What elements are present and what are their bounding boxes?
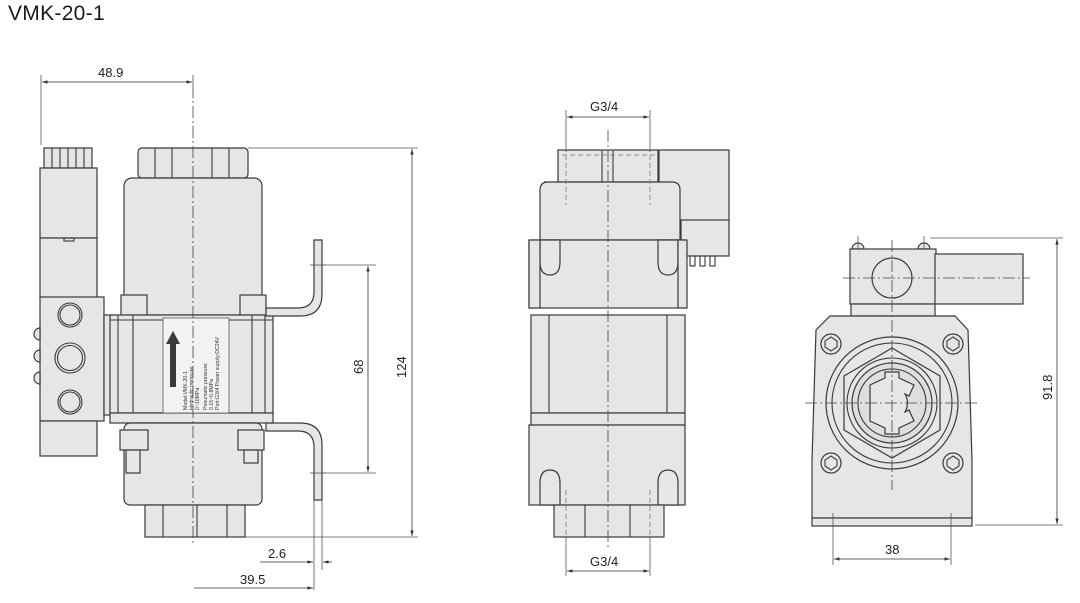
top-view: 91.8 38	[805, 236, 1063, 565]
dim-top-width: 48.9	[98, 65, 123, 80]
solenoid-valve	[33, 147, 115, 457]
dim-top-port: G3/4	[590, 99, 618, 114]
nameplate-line-1: Model:VMK-20-1	[183, 371, 189, 410]
nameplate: Model:VMK-20-1 Hydraulic pressure: 0~10M…	[162, 317, 230, 414]
dim-bottom-port: G3/4	[590, 554, 618, 569]
dim-bracket-spacing: 68	[351, 360, 366, 374]
side-view: G3/4 G3/4	[528, 99, 730, 576]
nameplate-line-6: Port:G3/4 Power supply:DC24V	[215, 337, 221, 410]
drawing-title: VMK-20-1	[8, 2, 105, 25]
dim-bracket-offset: 39.5	[240, 572, 265, 587]
dim-top-height: 91.8	[1040, 375, 1055, 400]
nameplate-line-5: 0.15~0.8MPa	[209, 379, 215, 410]
dim-bracket-thickness: 2.6	[268, 546, 286, 561]
dim-overall-height: 124	[394, 356, 409, 378]
front-view: Model:VMK-20-1 Hydraulic pressure: 0~10M…	[33, 65, 418, 590]
nameplate-line-4: Pneumatic pressure:	[203, 362, 209, 410]
nameplate-line-2: Hydraulic pressure:	[189, 365, 195, 410]
nameplate-line-3: 0~10MPa	[195, 388, 201, 410]
dim-mount-spacing: 38	[885, 542, 899, 557]
